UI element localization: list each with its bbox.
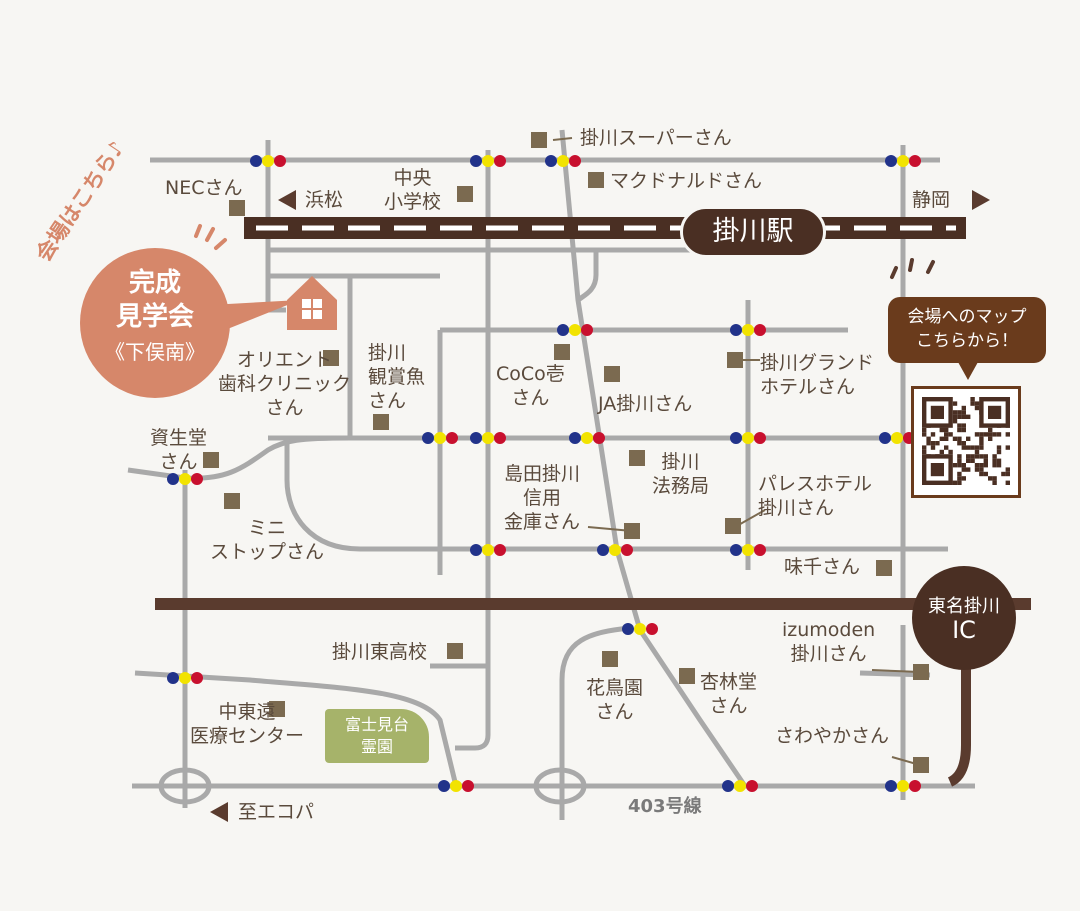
label-kansho-fish: 掛川 観賞魚 さん	[368, 342, 426, 412]
map-callout: 会場へのマップ こちらから！	[888, 297, 1046, 363]
road-west-curve	[127, 435, 351, 481]
traffic-signal	[167, 473, 203, 485]
landmark-marker	[876, 560, 892, 576]
badge-line2: 見学会	[115, 302, 194, 332]
landmark-marker	[373, 414, 389, 430]
route-label: 403号線	[628, 796, 702, 817]
label-ajisen: 味千さん	[784, 556, 861, 578]
traffic-signal	[722, 780, 758, 792]
landmark-marker	[269, 701, 285, 717]
landmark-marker	[554, 344, 570, 360]
label-shimada-bank: 島田掛川 信用 金庫さん	[504, 463, 581, 533]
landmark-marker	[229, 200, 245, 216]
direction-hamamatsu: 浜松	[305, 189, 344, 211]
ic-connector	[947, 650, 971, 787]
label-higashi-high: 掛川東高校	[332, 641, 428, 663]
landmark-marker	[725, 518, 741, 534]
label-shiseido: 資生堂 さん	[150, 427, 208, 473]
landmark-marker	[224, 493, 240, 509]
qr-code-icon[interactable]	[911, 386, 1021, 498]
label-kachoen: 花鳥園 さん	[586, 677, 644, 723]
label-grand-hotel: 掛川グランド ホテルさん	[760, 352, 875, 398]
roundabout-right	[533, 767, 587, 805]
fujimidai-cemetery: 富士見台 霊園	[325, 709, 429, 763]
road-v-488	[455, 150, 491, 751]
traffic-signal	[438, 780, 474, 792]
traffic-signal	[885, 155, 921, 167]
traffic-signal	[167, 672, 203, 684]
label-nec: NECさん	[165, 177, 243, 199]
road-kachoen-curve	[559, 625, 631, 700]
label-kakegawa-super: 掛川スーパーさん	[580, 127, 732, 149]
landmark-marker	[203, 452, 219, 468]
label-kyorindo: 杏林堂 さん	[700, 671, 758, 717]
arrow-left-ecopa	[210, 802, 228, 822]
landmark-marker	[447, 643, 463, 659]
badge-line3: 《下俣南》	[105, 340, 205, 364]
qr-pattern	[922, 397, 1010, 485]
traffic-signal	[470, 544, 506, 556]
label-chuo-school: 中央 小学校	[384, 167, 442, 213]
traffic-signal	[879, 432, 915, 444]
label-orient-dental: オリエント 歯科クリニック さん	[218, 349, 352, 419]
landmark-marker	[604, 366, 620, 382]
landmark-marker	[323, 350, 339, 366]
arrow-right-shizuoka	[972, 190, 990, 210]
traffic-signal	[557, 324, 593, 336]
label-ja: JA掛川さん	[598, 393, 693, 415]
label-coco: CoCo壱 さん	[496, 363, 565, 409]
road-inner-curve	[284, 440, 440, 552]
landmark-marker	[457, 186, 473, 202]
label-sawayaka: さわやかさん	[775, 725, 890, 747]
traffic-signal	[422, 432, 458, 444]
traffic-signal	[545, 155, 581, 167]
landmark-marker	[727, 352, 743, 368]
label-ministop: ミニ ストップさん	[210, 517, 325, 563]
traffic-signal	[730, 544, 766, 556]
badge-line1: 完成	[128, 268, 181, 298]
house-icon	[287, 276, 337, 330]
ic-code: IC	[952, 616, 976, 644]
roundabout-left	[158, 767, 212, 805]
traffic-signal	[730, 324, 766, 336]
label-palace-hotel: パレスホテル 掛川さん	[758, 473, 873, 519]
expressway	[155, 598, 1031, 610]
ic-name: 東名掛川	[928, 596, 1000, 617]
traffic-signal	[597, 544, 633, 556]
traffic-signal	[250, 155, 286, 167]
landmark-marker	[629, 450, 645, 466]
traffic-signal	[569, 432, 605, 444]
road-hospital-curve	[134, 670, 459, 787]
landmark-marker	[913, 664, 929, 680]
label-mcdonalds: マクドナルドさん	[610, 170, 763, 192]
kakegawa-station: 掛川駅	[680, 206, 826, 258]
landmark-marker	[679, 668, 695, 684]
direction-ecopa: 至エコパ	[238, 801, 315, 823]
traffic-signal	[622, 623, 658, 635]
traffic-signal	[470, 432, 506, 444]
traffic-signal	[885, 780, 921, 792]
landmark-marker	[588, 172, 604, 188]
traffic-signals	[167, 155, 921, 792]
label-chutoen-medical: 中東遠 医療センター	[190, 701, 305, 747]
traffic-signal	[730, 432, 766, 444]
landmark-marker	[602, 651, 618, 667]
landmark-marker	[913, 757, 929, 773]
venue-badge: 完成 見学会 《下俣南》	[80, 248, 230, 398]
label-izumoden: izumoden 掛川さん	[782, 619, 876, 665]
landmark-marker	[624, 523, 640, 539]
traffic-signal	[470, 155, 506, 167]
landmark-marker	[531, 132, 547, 148]
label-legal-bureau: 掛川 法務局	[652, 451, 710, 497]
tomei-kakegawa-ic: 東名掛川 IC	[912, 566, 1016, 670]
road-station-branch	[576, 250, 599, 303]
arrow-left-hamamatsu	[278, 190, 296, 210]
direction-shizuoka: 静岡	[912, 189, 951, 211]
